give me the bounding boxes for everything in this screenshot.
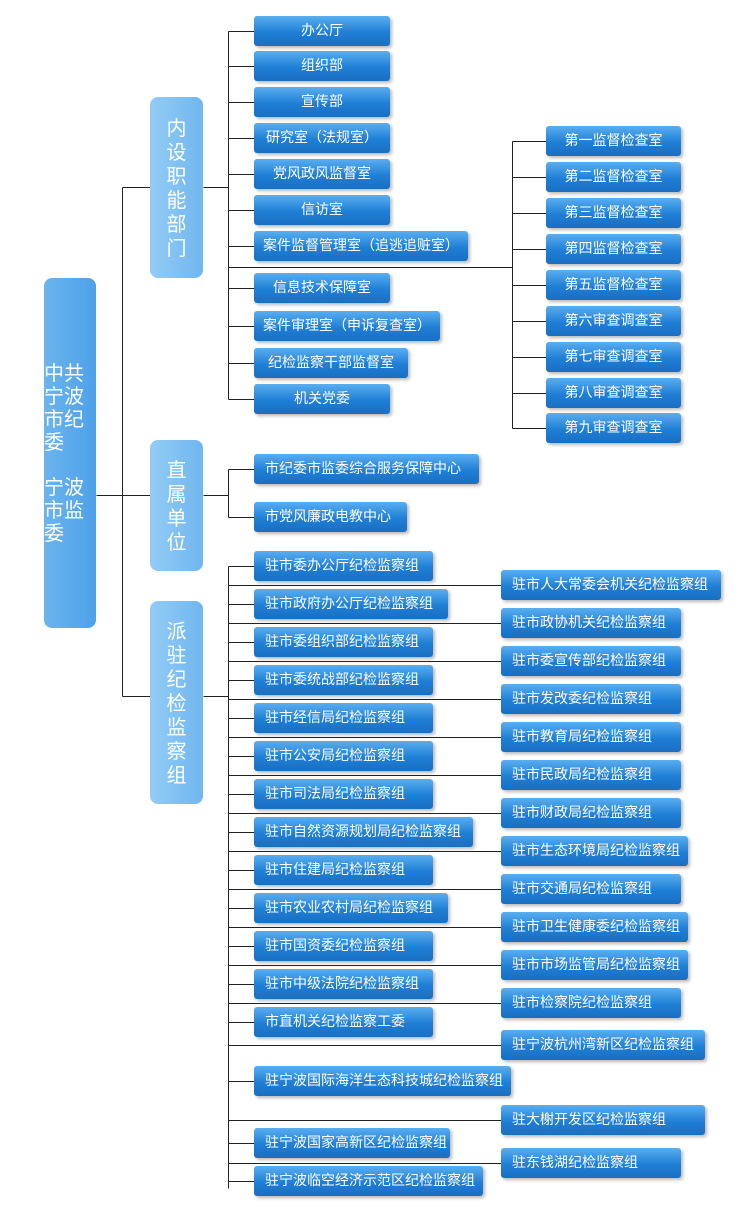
internal-dept-box: 办公厅 bbox=[254, 16, 390, 46]
dispatched-group-box: 驻市教育局纪检监察组 bbox=[501, 722, 681, 752]
root-title-line2: 宁波市监委 bbox=[44, 474, 84, 545]
dispatched-group-box: 驻市检察院纪检监察组 bbox=[501, 988, 681, 1018]
dispatched-group-box: 驻市政协机关纪检监察组 bbox=[501, 608, 681, 638]
dispatched-group-box: 驻市财政局纪检监察组 bbox=[501, 798, 681, 828]
dispatched-group-box: 驻大榭开发区纪检监察组 bbox=[501, 1105, 705, 1135]
dispatched-group-box: 驻市生态环境局纪检监察组 bbox=[501, 836, 688, 866]
category-internal: 内设职能部门 bbox=[150, 97, 203, 278]
dispatched-group-box: 驻东钱湖纪检监察组 bbox=[501, 1148, 681, 1178]
inspection-room-box: 第四监督检查室 bbox=[546, 234, 681, 264]
dispatched-group-box: 驻市人大常委会机关纪检监察组 bbox=[501, 570, 721, 600]
dispatched-group-box: 驻市交通局纪检监察组 bbox=[501, 874, 681, 904]
dispatched-group-box: 驻宁波国际海洋生态科技城纪检监察组 bbox=[254, 1066, 511, 1096]
direct-unit-box: 市纪委市监委综合服务保障中心 bbox=[254, 454, 479, 484]
internal-dept-box: 宣传部 bbox=[254, 87, 390, 117]
inspection-room-box: 第七审查调查室 bbox=[546, 342, 681, 372]
dispatched-group-box: 驻市委宣传部纪检监察组 bbox=[501, 646, 681, 676]
dispatched-group-box: 驻市委办公厅纪检监察组 bbox=[254, 551, 433, 581]
direct-unit-box: 市党风廉政电教中心 bbox=[254, 502, 407, 532]
dispatched-group-box: 市直机关纪检监察工委 bbox=[254, 1007, 433, 1037]
inspection-room-box: 第六审查调查室 bbox=[546, 306, 681, 336]
dispatched-group-box: 驻市委组织部纪检监察组 bbox=[254, 627, 433, 657]
inspection-room-box: 第三监督检查室 bbox=[546, 198, 681, 228]
dispatched-group-box: 驻市政府办公厅纪检监察组 bbox=[254, 589, 448, 619]
internal-dept-box: 机关党委 bbox=[254, 384, 390, 414]
inspection-room-box: 第二监督检查室 bbox=[546, 162, 681, 192]
dispatched-group-box: 驻市司法局纪检监察组 bbox=[254, 779, 433, 809]
root-node: 中共宁波市纪委 宁波市监委 bbox=[44, 278, 96, 628]
internal-dept-box: 组织部 bbox=[254, 51, 390, 81]
internal-dept-box: 案件审理室（申诉复查室） bbox=[254, 311, 440, 341]
dispatched-group-box: 驻市卫生健康委纪检监察组 bbox=[501, 912, 688, 942]
internal-dept-box: 研究室（法规室） bbox=[254, 123, 390, 153]
dispatched-group-box: 驻市委统战部纪检监察组 bbox=[254, 665, 433, 695]
dispatched-group-box: 驻市公安局纪检监察组 bbox=[254, 741, 433, 771]
root-title-line1: 中共宁波市纪委 bbox=[44, 360, 84, 454]
dispatched-group-box: 驻市发改委纪检监察组 bbox=[501, 684, 681, 714]
dispatched-group-box: 驻宁波杭州湾新区纪检监察组 bbox=[501, 1030, 705, 1060]
dispatched-group-box: 驻市农业农村局纪检监察组 bbox=[254, 893, 448, 923]
category-direct: 直属单位 bbox=[150, 440, 203, 571]
dispatched-group-box: 驻宁波临空经济示范区纪检监察组 bbox=[254, 1166, 483, 1196]
inspection-room-box: 第一监督检查室 bbox=[546, 126, 681, 156]
inspection-room-box: 第八审查调查室 bbox=[546, 378, 681, 408]
dispatched-group-box: 驻市中级法院纪检监察组 bbox=[254, 969, 433, 999]
inspection-room-box: 第九审查调查室 bbox=[546, 413, 681, 443]
dispatched-group-box: 驻市住建局纪检监察组 bbox=[254, 855, 433, 885]
internal-dept-box: 信访室 bbox=[254, 195, 390, 225]
category-dispatched: 派驻纪检监察组 bbox=[150, 601, 203, 804]
internal-dept-box: 案件监督管理室（追逃追赃室） bbox=[254, 231, 468, 261]
inspection-room-box: 第五监督检查室 bbox=[546, 270, 681, 300]
dispatched-group-box: 驻宁波国家高新区纪检监察组 bbox=[254, 1128, 450, 1158]
dispatched-group-box: 驻市国资委纪检监察组 bbox=[254, 931, 433, 961]
dispatched-group-box: 驻市民政局纪检监察组 bbox=[501, 760, 681, 790]
internal-dept-box: 党风政风监督室 bbox=[254, 159, 390, 189]
dispatched-group-box: 驻市市场监管局纪检监察组 bbox=[501, 950, 688, 980]
dispatched-group-box: 驻市经信局纪检监察组 bbox=[254, 703, 433, 733]
internal-dept-box: 纪检监察干部监督室 bbox=[254, 348, 408, 378]
internal-dept-box: 信息技术保障室 bbox=[254, 273, 390, 303]
dispatched-group-box: 驻市自然资源规划局纪检监察组 bbox=[254, 817, 473, 847]
